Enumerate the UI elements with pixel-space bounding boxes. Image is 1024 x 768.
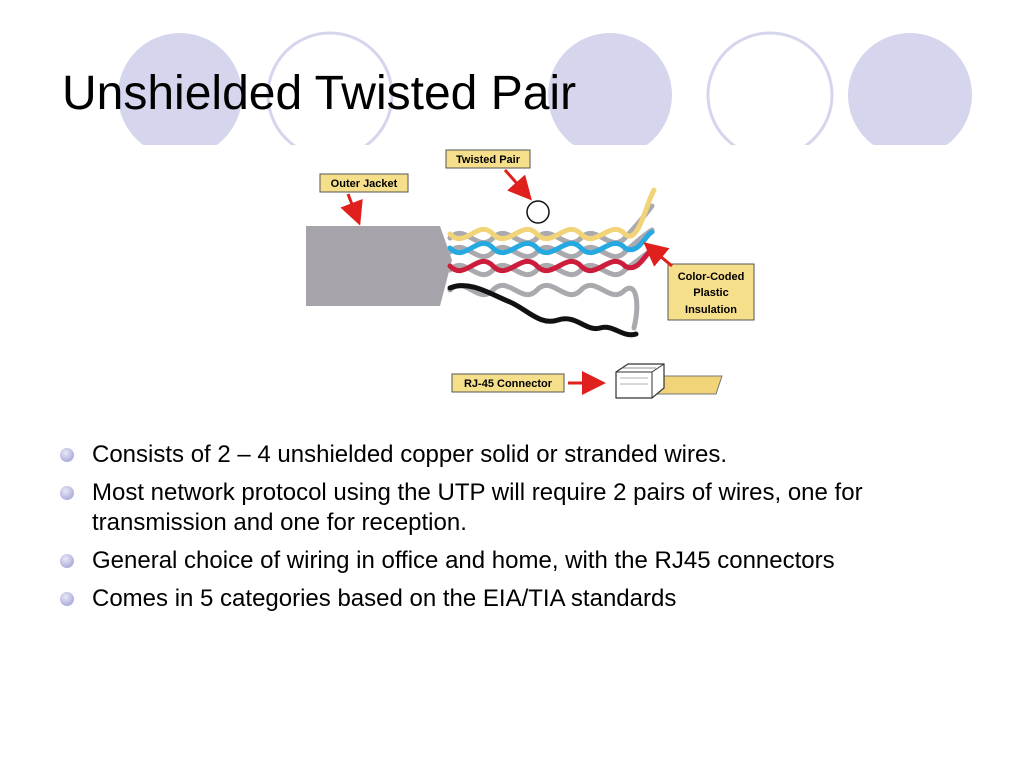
color-coded-label-line2: Plastic: [693, 287, 728, 299]
bullet-dot-icon: [60, 592, 74, 606]
color-coded-label-line3: Insulation: [685, 304, 737, 316]
bullet-item: Consists of 2 – 4 unshielded copper soli…: [60, 440, 960, 470]
bullet-dot-icon: [60, 486, 74, 500]
bullet-text: General choice of wiring in office and h…: [92, 547, 835, 574]
rj45-label-box: [451, 373, 565, 393]
outer-jacket-shape: [306, 226, 452, 306]
bullet-text: Consists of 2 – 4 unshielded copper soli…: [92, 441, 728, 468]
color-coded-arrow: [643, 242, 673, 268]
rj45-connector-icon: [615, 363, 723, 399]
decorative-circles: [118, 31, 972, 159]
wire-red: [447, 247, 655, 274]
bullet-text: Most network protocol using the UTP will…: [92, 479, 863, 536]
deco-circle-filled-1: [118, 33, 242, 157]
bullet-item: Most network protocol using the UTP will…: [60, 478, 960, 538]
twisted-pair-arrow: [503, 169, 532, 201]
bullet-dot-icon: [60, 554, 74, 568]
wire-black: [447, 283, 639, 338]
color-coded-label-box: [667, 263, 755, 321]
deco-circle-filled-2: [548, 33, 672, 157]
twisted-pair-highlight: [526, 200, 550, 224]
wire-yellow: [447, 187, 657, 242]
rj45-label: RJ-45 Connector: [464, 378, 553, 390]
slide-title: Unshielded Twisted Pair: [62, 67, 577, 120]
bullet-item: General choice of wiring in office and h…: [60, 546, 960, 576]
color-coded-label-line1: Color-Coded: [678, 271, 745, 283]
twisted-pair-label-box: [445, 149, 531, 169]
deco-circle-filled-3: [848, 33, 972, 157]
bullet-text: Comes in 5 categories based on the EIA/T…: [92, 585, 677, 612]
bullet-dot-icon: [60, 448, 74, 462]
bullet-list: Consists of 2 – 4 unshielded copper soli…: [60, 440, 960, 622]
utp-cable-diagram: Twisted Pair Outer Jacket Color-Coded Pl…: [306, 149, 755, 399]
bullet-item: Comes in 5 categories based on the EIA/T…: [60, 584, 960, 614]
outer-jacket-label: Outer Jacket: [331, 178, 398, 190]
twisted-pair-label: Twisted Pair: [456, 154, 521, 166]
outer-jacket-arrow: [340, 193, 363, 226]
deco-circle-outline-2: [706, 31, 834, 159]
wire-blue: [447, 229, 655, 256]
outer-jacket-label-box: [319, 173, 409, 193]
